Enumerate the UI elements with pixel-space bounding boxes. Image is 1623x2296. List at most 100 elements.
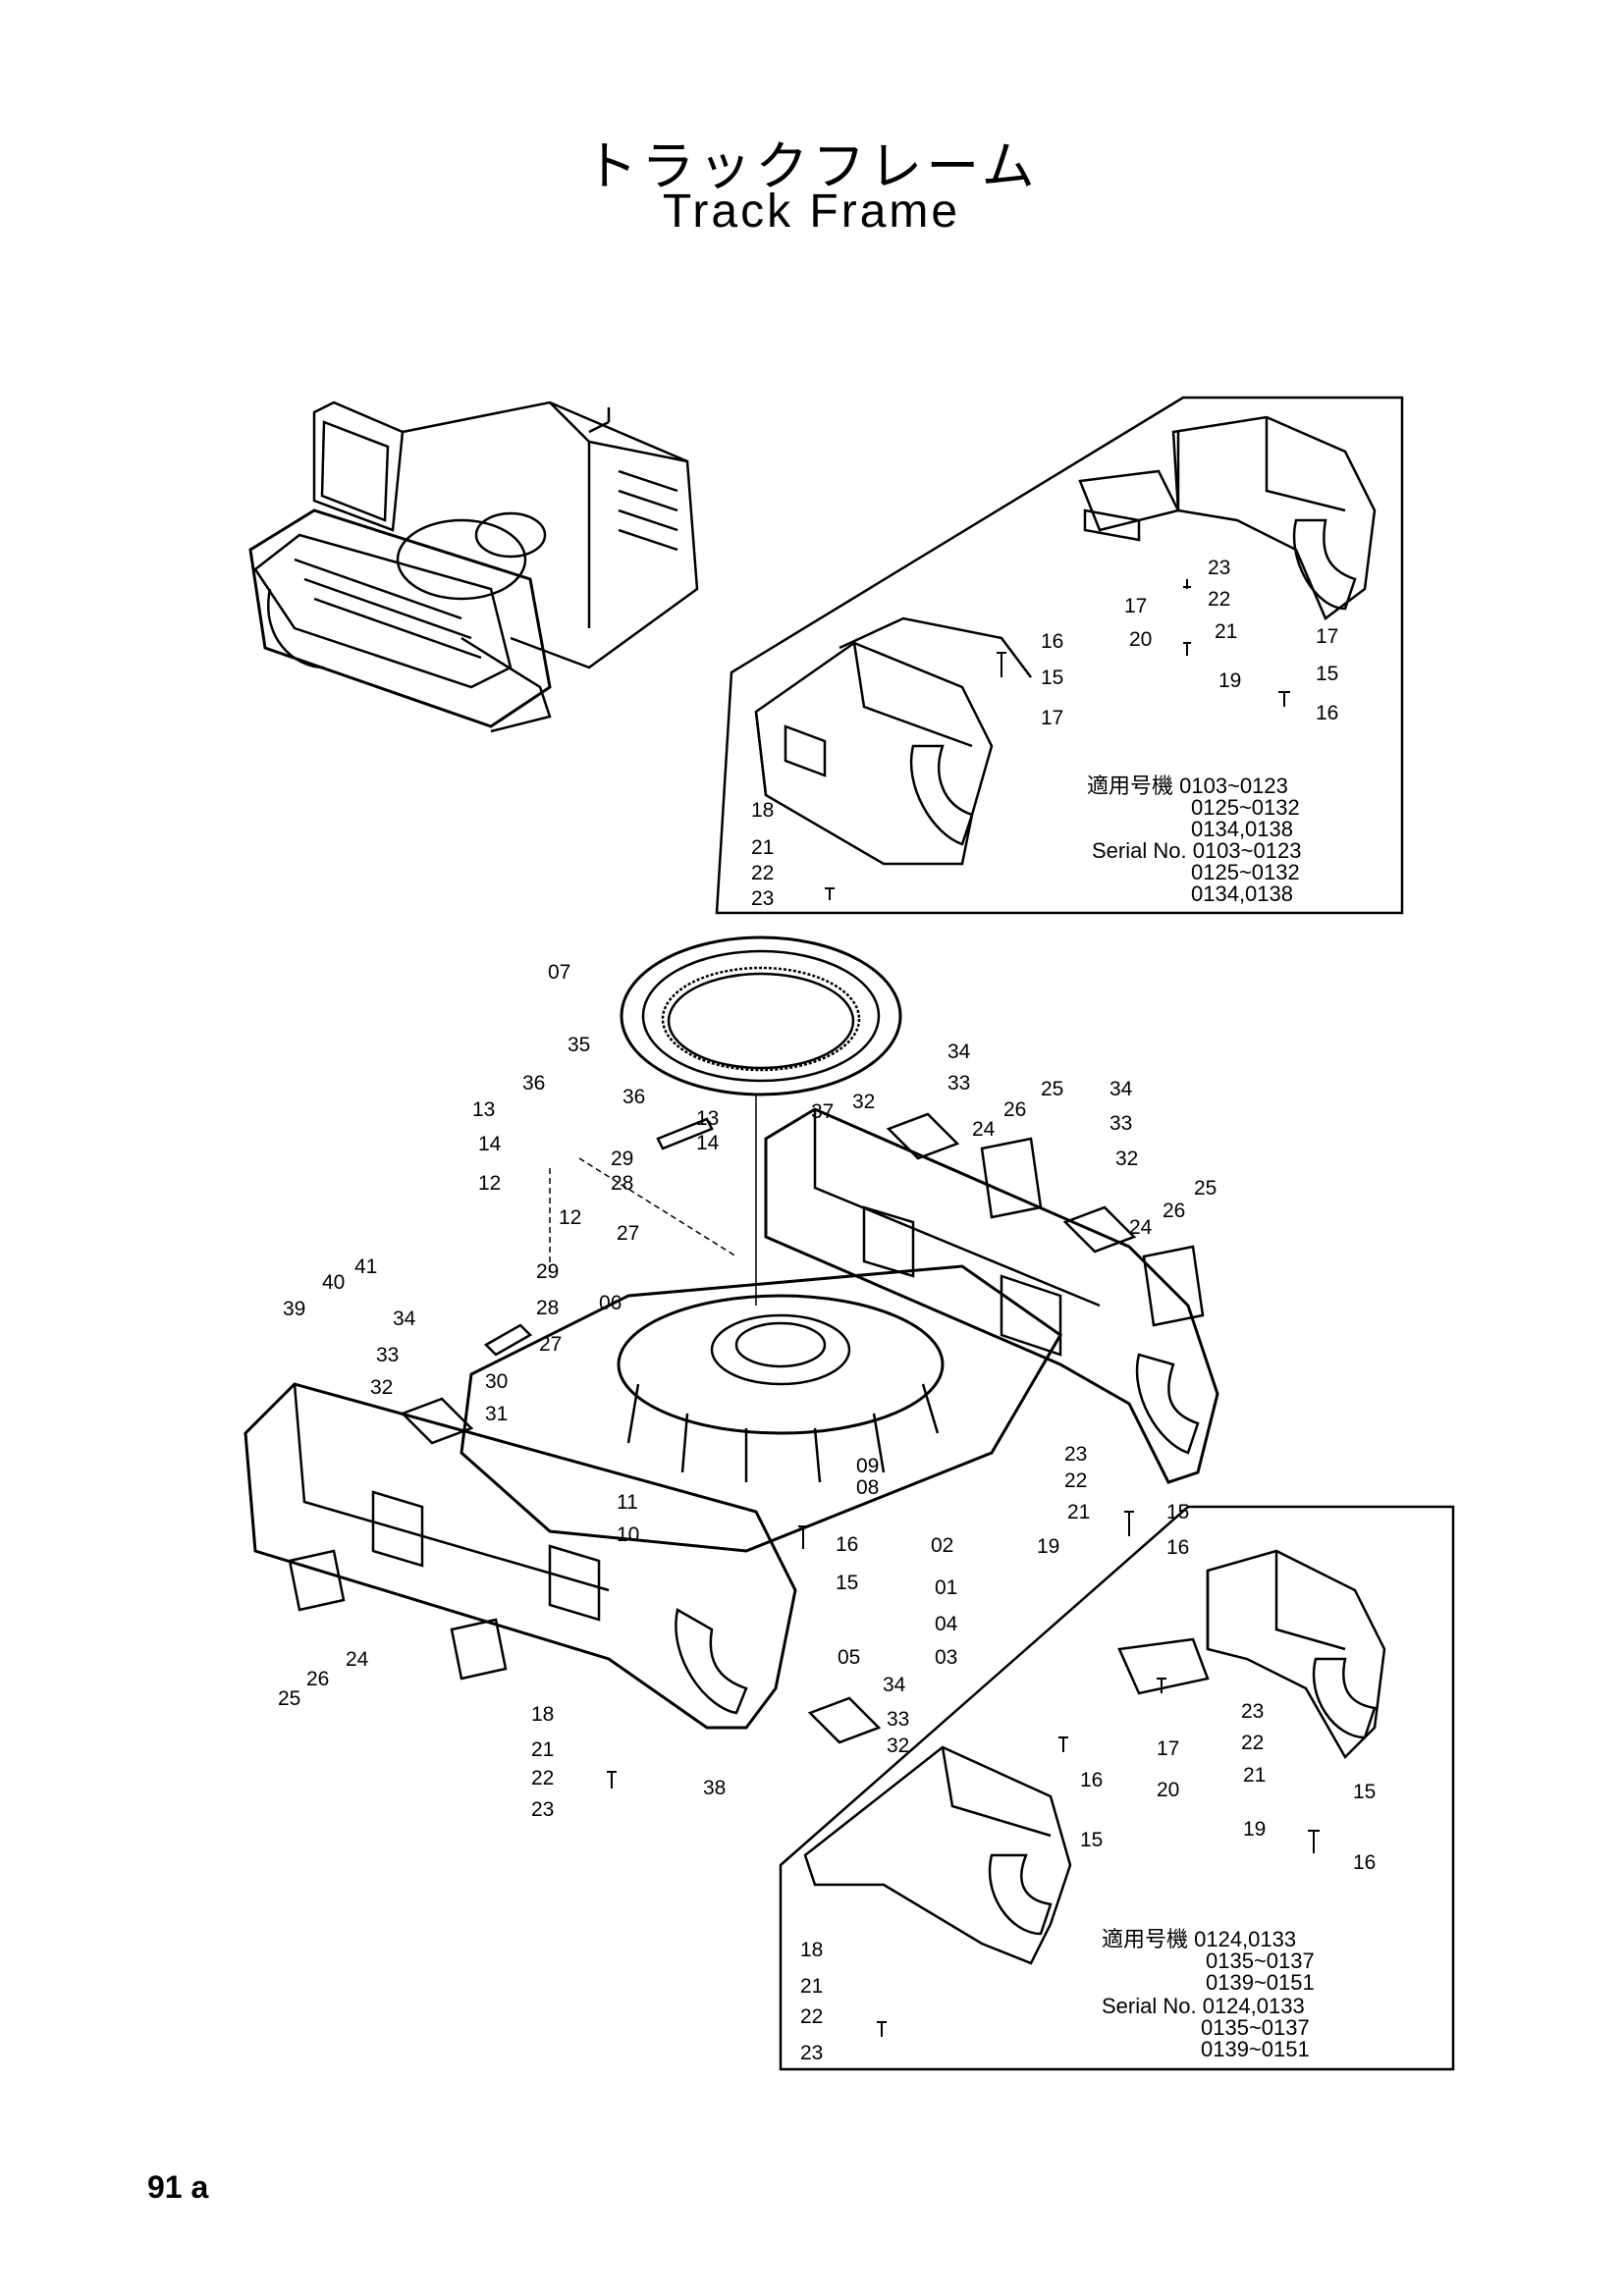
callout-25: 25	[1041, 1078, 1063, 1100]
callout-24: 24	[1129, 1216, 1153, 1239]
callout-17: 17	[1124, 595, 1147, 617]
callout-12: 12	[478, 1172, 501, 1195]
callout-16: 16	[1166, 1536, 1189, 1559]
callout-19: 19	[1243, 1818, 1266, 1841]
callout-16: 16	[1041, 630, 1063, 653]
bottom-inset-track-frame	[803, 1549, 1386, 1965]
callout-21: 21	[1215, 620, 1237, 643]
callout-33: 33	[887, 1708, 909, 1731]
callout-21: 21	[800, 1975, 823, 1998]
callout-15: 15	[1166, 1501, 1189, 1523]
top-inset-serial-table: 適用号機 0103~0123 0125~0132 0134,0138	[1087, 775, 1332, 840]
slewing-ring	[620, 935, 902, 1096]
callout-30: 30	[485, 1370, 508, 1393]
callout-14: 14	[696, 1132, 720, 1154]
callout-16: 16	[1353, 1851, 1376, 1874]
callout-36: 36	[522, 1072, 545, 1095]
serial-line-1: Serial No. 0103~0123	[1092, 838, 1302, 863]
bottom-inset-serial-table: 適用号機 0124,0133 0135~0137 0139~0151	[1102, 1929, 1347, 1994]
callout-15: 15	[1080, 1829, 1103, 1851]
callout-33: 33	[947, 1072, 970, 1095]
callout-22: 22	[1064, 1469, 1087, 1492]
callout-41: 41	[354, 1255, 377, 1278]
callout-14: 14	[478, 1133, 502, 1155]
callouts-main: 07 35 36 36 13 14 12 12 13 14 29 28 27 3…	[278, 961, 1217, 1821]
callout-28: 28	[611, 1172, 633, 1195]
applicable-label-line-3: 0134,0138	[1191, 817, 1293, 841]
page-title-english: Track Frame	[662, 186, 961, 238]
main-track-frame	[243, 1095, 1219, 1744]
callout-35: 35	[568, 1034, 590, 1056]
callout-23: 23	[1064, 1443, 1087, 1466]
callout-19: 19	[1037, 1535, 1059, 1558]
callout-13: 13	[696, 1107, 719, 1130]
callout-09: 09	[856, 1455, 879, 1477]
callout-17: 17	[1041, 707, 1063, 729]
callout-16: 16	[836, 1533, 858, 1556]
applicable-label-line-1: 適用号機 0103~0123	[1087, 774, 1288, 798]
callout-25: 25	[1194, 1177, 1217, 1200]
callout-19: 19	[1218, 669, 1241, 692]
callout-36: 36	[622, 1086, 645, 1108]
applicable-label-line-3: 0139~0151	[1206, 1970, 1315, 1995]
callout-16: 16	[1316, 702, 1338, 724]
callout-21: 21	[1067, 1501, 1090, 1523]
callout-20: 20	[1129, 628, 1152, 651]
top-inset-track-frame	[754, 415, 1377, 866]
callout-02: 02	[931, 1534, 953, 1557]
callout-08: 08	[856, 1476, 879, 1499]
serial-line-2: 0125~0132	[1191, 860, 1300, 884]
callout-05: 05	[838, 1646, 860, 1669]
callout-31: 31	[485, 1403, 508, 1425]
callout-15: 15	[1316, 663, 1338, 685]
callout-33: 33	[376, 1344, 399, 1366]
callout-28: 28	[536, 1297, 559, 1319]
callout-23: 23	[751, 887, 774, 910]
hardware-bolts	[607, 579, 1320, 2037]
callout-21: 21	[751, 836, 774, 859]
excavator-illustration	[248, 400, 699, 733]
callout-23: 23	[531, 1798, 554, 1821]
callout-17: 17	[1157, 1737, 1179, 1760]
top-inset-serial-english: Serial No. 0103~0123 0125~0132 0134,0138	[1092, 840, 1367, 905]
callout-22: 22	[1208, 588, 1230, 611]
callout-34: 34	[393, 1308, 416, 1330]
callout-32: 32	[852, 1091, 875, 1113]
callout-17: 17	[1316, 625, 1338, 648]
applicable-label-line-2: 0135~0137	[1206, 1949, 1315, 1973]
callout-38: 38	[703, 1777, 726, 1799]
callout-27: 27	[539, 1333, 562, 1356]
callout-24: 24	[346, 1648, 369, 1671]
callout-34: 34	[1109, 1078, 1133, 1100]
callout-04: 04	[935, 1613, 958, 1635]
callout-06: 06	[599, 1292, 622, 1314]
callout-16: 16	[1080, 1769, 1103, 1791]
serial-line-3: 0134,0138	[1191, 881, 1293, 906]
callout-22: 22	[751, 862, 774, 884]
callout-34: 34	[883, 1674, 906, 1696]
callout-26: 26	[306, 1668, 329, 1690]
callout-15: 15	[1353, 1781, 1376, 1803]
callout-27: 27	[617, 1222, 639, 1245]
callout-12: 12	[559, 1206, 581, 1229]
callout-22: 22	[800, 2005, 823, 2028]
callout-22: 22	[1241, 1732, 1264, 1754]
applicable-label-line-2: 0125~0132	[1191, 795, 1300, 820]
applicable-label-line-1: 適用号機 0124,0133	[1102, 1927, 1297, 1951]
callout-23: 23	[800, 2042, 823, 2064]
callout-21: 21	[1243, 1764, 1266, 1787]
bottom-inset-serial-english: Serial No. 0124,0133 0135~0137 0139~0151	[1102, 1996, 1396, 2060]
top-inset-border	[715, 396, 1404, 915]
callout-01: 01	[935, 1576, 957, 1599]
serial-line-2: 0135~0137	[1201, 2015, 1310, 2040]
callout-10: 10	[617, 1523, 639, 1546]
callout-26: 26	[1003, 1098, 1026, 1121]
serial-line-1: Serial No. 0124,0133	[1102, 1994, 1305, 2018]
callout-18: 18	[800, 1939, 823, 1961]
callout-33: 33	[1109, 1112, 1132, 1135]
page-title-japanese: トラックフレーム	[584, 135, 1039, 197]
callout-15: 15	[836, 1572, 858, 1594]
callout-34: 34	[947, 1041, 971, 1063]
callout-18: 18	[531, 1703, 554, 1726]
